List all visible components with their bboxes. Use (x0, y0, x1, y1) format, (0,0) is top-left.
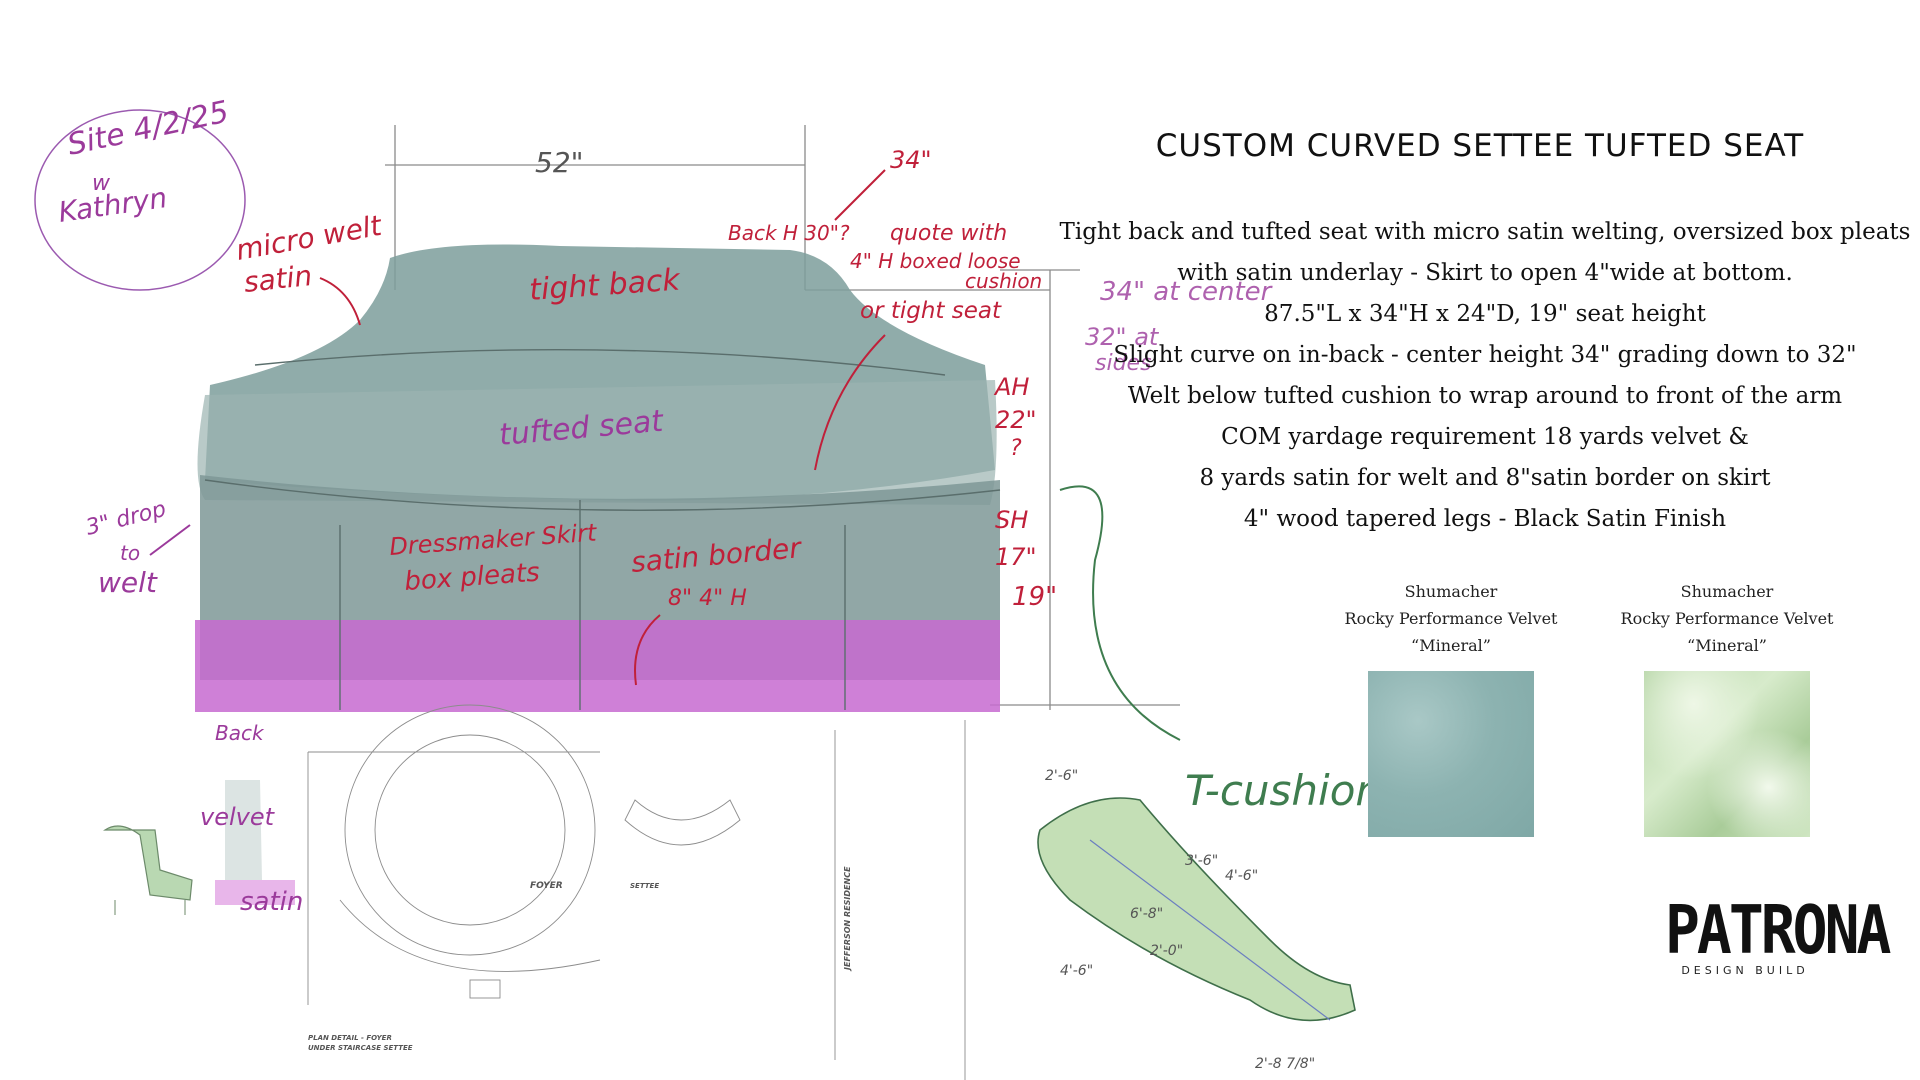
t-cushion-label: T-cushion (1185, 766, 1382, 815)
swatch-color: “Mineral” (1687, 636, 1767, 655)
plan-detail-subtitle: UNDER STAIRCASE SETTEE (308, 1044, 413, 1052)
dim-2-0: 2'-0" (1150, 943, 1183, 959)
micro-welt-arrow (319, 277, 361, 326)
logo-tagline: DESIGN BUILD (1681, 964, 1809, 977)
site-note-line-3: Kathryn (56, 181, 169, 229)
angle-arrow (834, 169, 886, 221)
spec-line: 4" wood tapered legs - Black Satin Finis… (1243, 506, 1727, 532)
back-height-note: Back H 30"? (728, 221, 850, 245)
spec-line: COM yardage requirement 18 yards velvet … (1221, 424, 1749, 450)
site-note-line-2: w (92, 171, 111, 196)
height-34-note: 34" at center (1100, 277, 1274, 307)
drop-note-3: welt (98, 566, 158, 599)
height-32-note-2: sides (1095, 351, 1152, 376)
spec-line: Slight curve on in-back - center height … (1113, 342, 1857, 368)
residence-title: JEFFERSON RESIDENCE (843, 866, 852, 972)
height-32-note-1: 32" at (1085, 323, 1160, 351)
cushion-top-view (1037, 797, 1356, 1022)
satin-border-arrow (634, 614, 661, 686)
settee-label: SETTEE (630, 882, 659, 890)
angle-note: 34" (890, 146, 932, 174)
drop-note-2: to (120, 541, 140, 565)
floor-plan (307, 704, 966, 1080)
spec-line: 87.5"L x 34"H x 24"D, 19" seat height (1264, 301, 1706, 327)
side-elevation (103, 780, 295, 915)
arm-height-note-2: 22" (995, 406, 1037, 434)
drop-arrow (149, 524, 191, 556)
tight-seat-arrow (814, 334, 886, 471)
swatch-image (1368, 671, 1534, 837)
seat-height-note-2: 17" (995, 543, 1037, 571)
arm-height-note-1: AH (993, 373, 1029, 401)
fabric-swatch-velvet: Shumacher Rocky Performance Velvet “Mine… (1331, 578, 1571, 837)
dim-2-8: 2'-8 7/8" (1255, 1056, 1315, 1072)
settee-drawing (195, 244, 1001, 712)
swatch-brand: Shumacher (1404, 582, 1498, 601)
width-dimension: 52" (535, 146, 584, 179)
or-tight-seat-note: or tight seat (860, 298, 1002, 324)
site-note-circle (34, 109, 246, 291)
dim-3-6: 3'-6" (1185, 853, 1218, 869)
quote-note-1: quote with (890, 221, 1007, 246)
spec-list: Tight back and tufted seat with micro sa… (1055, 212, 1915, 540)
dim-4-6b: 4'-6" (1060, 963, 1093, 979)
logo-wordmark: PATRONA (1665, 890, 1891, 970)
satin-border-note-2: 8" 4" H (668, 586, 747, 611)
swatch-color: “Mineral” (1411, 636, 1491, 655)
dim-2-6: 2'-6" (1045, 768, 1078, 784)
dim-6-8: 6'-8" (1130, 906, 1163, 922)
arm-height-note-3: ? (1010, 436, 1022, 461)
spec-line: Welt below tufted cushion to wrap around… (1127, 383, 1843, 409)
swatch-fabric: Rocky Performance Velvet (1344, 609, 1558, 628)
plan-detail-title: PLAN DETAIL - FOYER (308, 1034, 392, 1042)
velvet-label: velvet (200, 803, 276, 831)
foyer-label: FOYER (530, 881, 563, 891)
dimension-lines (385, 125, 1180, 710)
patrona-logo: PATRONA DESIGN BUILD (1665, 896, 1891, 978)
quote-note-2: 4" H boxed loose (850, 249, 1021, 273)
seat-height-note-1: SH (995, 506, 1028, 534)
satin-label: satin (240, 887, 303, 917)
connector-arrow (1059, 485, 1181, 741)
spec-line: Tight back and tufted seat with micro sa… (1059, 219, 1911, 245)
page-title: CUSTOM CURVED SETTEE TUFTED SEAT (1155, 128, 1805, 164)
spec-line: with satin underlay - Skirt to open 4"wi… (1177, 260, 1793, 286)
seat-height-note-3: 19" (1012, 582, 1057, 612)
fabric-swatch-satin: Shumacher Rocky Performance Velvet “Mine… (1607, 578, 1847, 837)
site-note-line-1: Site 4/2/25 (64, 95, 231, 163)
dim-4-6: 4'-6" (1225, 868, 1258, 884)
swatch-brand: Shumacher (1680, 582, 1774, 601)
back-label: Back (215, 721, 265, 745)
micro-welt-note-2: satin (242, 259, 313, 299)
swatch-image (1644, 671, 1810, 837)
drop-note-1: 3" drop (83, 497, 168, 541)
spec-line: 8 yards satin for welt and 8"satin borde… (1199, 465, 1771, 491)
swatch-fabric: Rocky Performance Velvet (1620, 609, 1834, 628)
quote-note-3: cushion (965, 269, 1042, 293)
